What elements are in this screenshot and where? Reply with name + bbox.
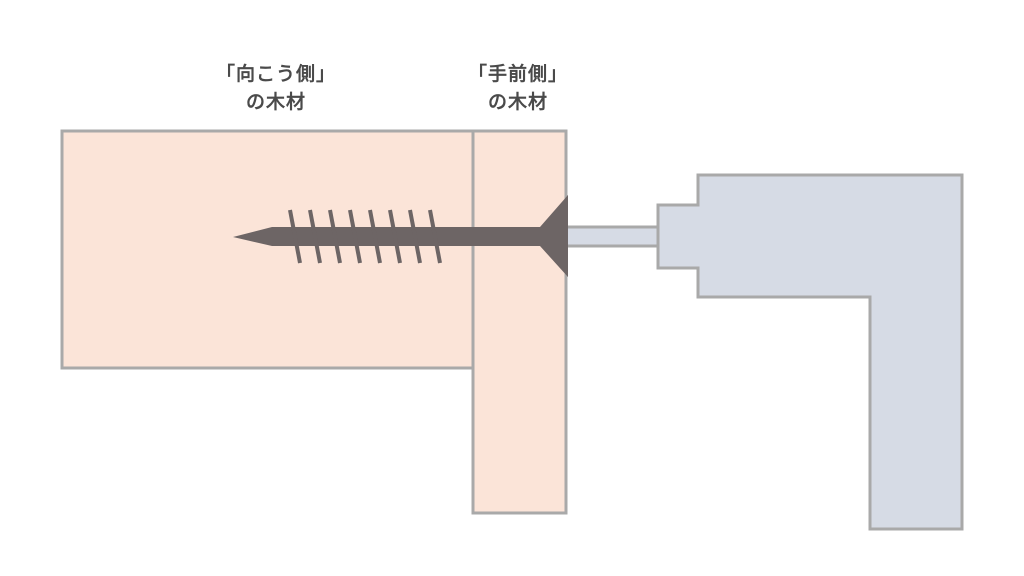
near-side-wood-label-line2: の木材 bbox=[487, 91, 548, 113]
screw-thread bbox=[428, 209, 442, 264]
screw-thread bbox=[348, 209, 362, 264]
far-side-wood-label: 「向こう側」 の木材 bbox=[196, 60, 356, 116]
screw-thread bbox=[408, 209, 422, 264]
near-side-wood-label: 「手前側」 の木材 bbox=[448, 60, 588, 116]
screw-icon bbox=[233, 195, 568, 277]
far-side-wood-label-line1: 「向こう側」 bbox=[215, 63, 336, 85]
near-side-wood-label-line1: 「手前側」 bbox=[467, 63, 568, 85]
screw-thread bbox=[288, 209, 302, 264]
screw-shank bbox=[233, 195, 568, 277]
drill-icon bbox=[564, 173, 964, 531]
drill-bit bbox=[564, 225, 661, 248]
near-side-wood bbox=[471, 129, 568, 515]
screw-thread bbox=[368, 209, 382, 264]
far-side-wood-label-line2: の木材 bbox=[245, 91, 306, 113]
drill-body bbox=[656, 173, 964, 531]
screw-thread bbox=[388, 209, 402, 264]
screw-thread bbox=[308, 209, 322, 264]
screw-thread bbox=[328, 209, 342, 264]
far-side-wood bbox=[60, 129, 475, 370]
screw-threads bbox=[288, 209, 442, 264]
